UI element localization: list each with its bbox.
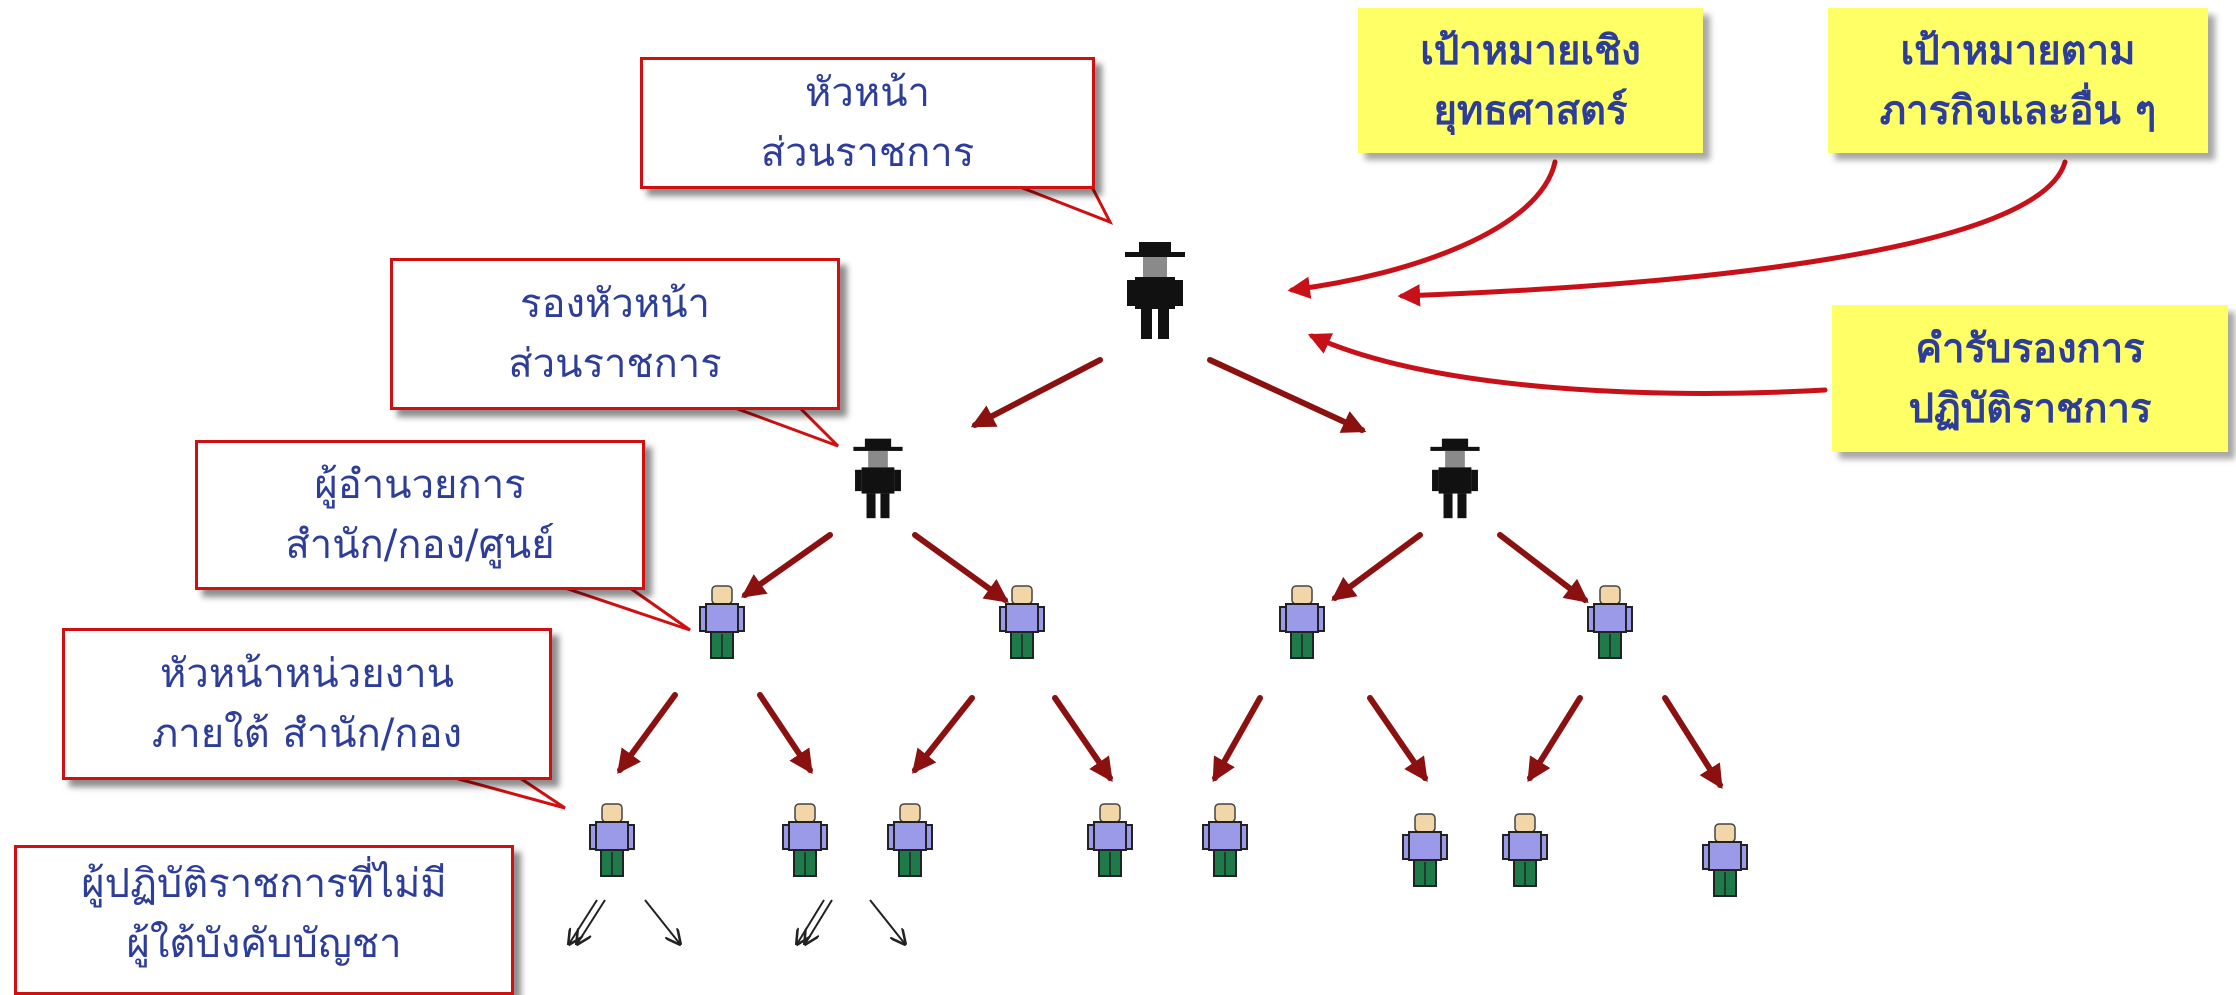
director-figure-3 [1279,585,1325,659]
callout-director-line2: สำนัก/กอง/ศูนย์ [285,522,555,568]
arrow-from-mission [1397,159,2068,307]
callout-unit-head-line1: หัวหน้าหน่วยงาน [160,651,454,697]
callout-director: ผู้อำนวยการ สำนัก/กอง/ศูนย์ [195,440,645,590]
unit-head-figure-6 [1402,813,1448,887]
goal-mission: เป้าหมายตาม ภารกิจและอื่น ๆ [1828,8,2208,153]
unit-head-figure-7 [1502,813,1548,887]
goal-agreement-line1: คำรับรองการ [1915,325,2145,372]
arrow-deputy-right-to-director-4 [1497,532,1589,603]
goal-mission-line1: เป้าหมายตาม [1900,27,2136,74]
arrow-from-agreement [1307,333,1828,396]
hierarchy-graphic [454,159,2068,965]
pointer-director [564,586,691,632]
pointer-head [1019,185,1114,225]
callout-head-line2: ส่วนราชการ [760,130,975,176]
arrow-deputy-right-to-director-3 [1331,532,1423,601]
callout-deputy-line1: รองหัวหน้า [519,281,711,327]
org-hierarchy-diagram: หัวหน้า ส่วนราชการ รองหัวหน้า ส่วนราชการ… [14,8,2228,995]
deputy-head-figure-left [853,438,903,519]
unit-head-figure-1 [589,803,635,877]
arrow-deputy-left-to-director-2 [912,532,1009,603]
goal-mission-line2: ภารกิจและอื่น ๆ [1879,87,2157,134]
callout-head-line1: หัวหน้า [805,70,930,116]
goal-performance-agreement: คำรับรองการ ปฏิบัติราชการ [1832,305,2228,452]
arrow-director-1-to-unit-2 [757,692,813,774]
unit-head-figure-3 [887,803,933,877]
arrow-deputy-left-to-director-1 [741,532,833,598]
arrow-director-2-to-unit-3 [912,695,975,774]
arrow-head-to-deputy-right [1207,357,1367,433]
goal-strategic-line1: เป้าหมายเชิง [1420,27,1641,74]
pointer-unit-head [454,776,566,810]
unit-head-figure-4 [1087,803,1133,877]
callout-head-of-agency: หัวหน้า ส่วนราชการ [640,57,1095,189]
callout-staff-line1: ผู้ปฏิบัติราชการที่ไม่มี [81,861,447,907]
director-figure-1 [699,585,745,659]
director-figure-4 [1587,585,1633,659]
callout-unit-head: หัวหน้าหน่วยงาน ภายใต้ สำนัก/กอง [62,628,552,780]
arrow-from-strategic [1287,159,1558,299]
unit-head-figure-5 [1202,803,1248,877]
arrow-director-2-to-unit-4 [1052,695,1113,782]
callout-staff-line2: ผู้ใต้บังคับบัญชา [126,921,402,967]
hierarchy-arrows [617,357,1723,790]
goal-arrows [1287,159,2068,396]
head-of-agency-figure [1125,242,1185,339]
arrow-head-to-deputy-left [970,357,1103,428]
callout-unit-head-line2: ภายใต้ สำนัก/กอง [151,711,463,757]
callout-deputy-head: รองหัวหน้า ส่วนราชการ [390,258,840,410]
arrow-director-4-to-unit-8 [1662,695,1723,790]
unit-head-figure-2 [782,803,828,877]
arrow-director-4-to-unit-7 [1527,695,1583,783]
director-figure-2 [999,585,1045,659]
goal-strategic-line2: ยุทธศาสตร์ [1433,87,1628,134]
staff-arrows [569,899,905,944]
callout-deputy-line2: ส่วนราชการ [508,341,722,387]
callout-director-line1: ผู้อำนวยการ [314,462,526,508]
deputy-head-figure-right [1430,438,1480,519]
goal-strategic: เป้าหมายเชิง ยุทธศาสตร์ [1358,8,1703,153]
arrow-director-1-to-unit-1 [617,692,678,774]
callout-staff-no-subordinates: ผู้ปฏิบัติราชการที่ไม่มี ผู้ใต้บังคับบัญ… [14,845,514,995]
pointer-deputy [734,406,840,448]
arrow-director-3-to-unit-5 [1212,695,1263,783]
unit-head-figure-8 [1702,823,1748,897]
goal-agreement-line2: ปฏิบัติราชการ [1908,385,2152,432]
arrow-director-3-to-unit-6 [1367,695,1428,782]
